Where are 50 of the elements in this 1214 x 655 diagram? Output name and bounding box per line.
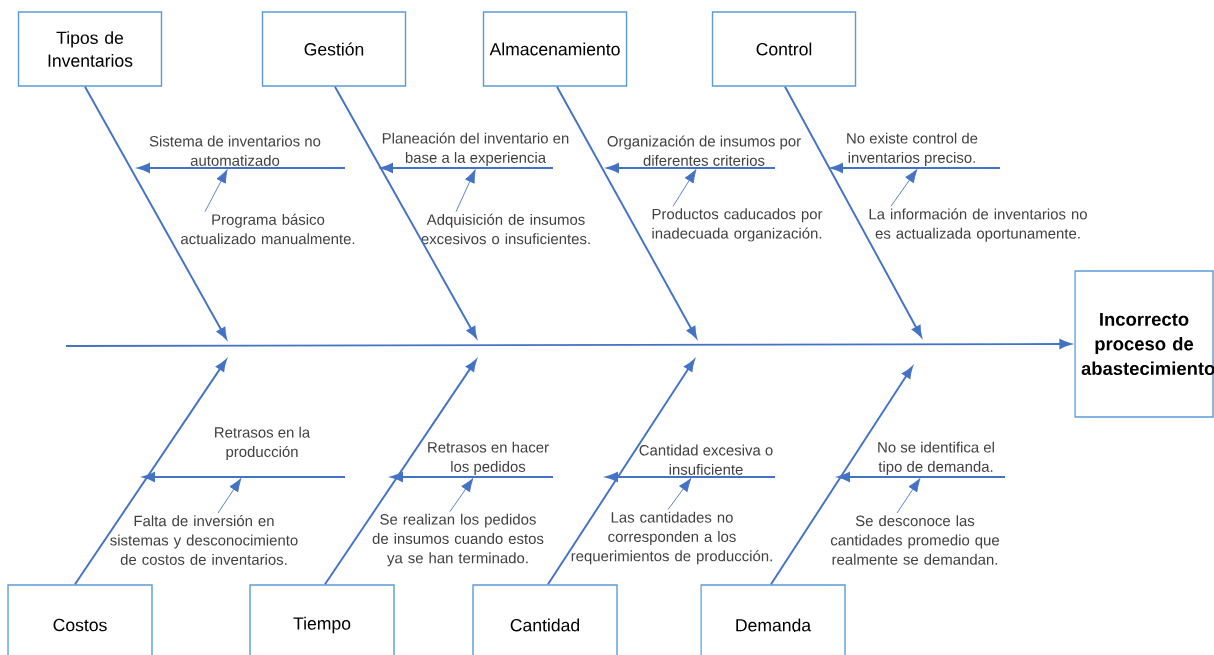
bone-arrow xyxy=(547,359,695,586)
cause-text: Se desconoce las cantidades promedio que realmente se demandan. xyxy=(830,515,999,565)
category-box: Gestión xyxy=(261,11,407,87)
cause-arrow xyxy=(838,472,1006,482)
cause-arrow xyxy=(831,163,1001,173)
leader-arrow xyxy=(449,478,474,513)
cause-arrow xyxy=(606,472,776,482)
cause-arrow xyxy=(381,163,554,173)
cause-text: Falta de inversión en sistemas y desconocimiento de costos de inventarios. xyxy=(110,515,298,565)
leader-arrow xyxy=(896,478,921,514)
cause-text: Productos caducados por inadecuada organización. xyxy=(652,208,823,242)
cause-text: Programa básico actualizado manualmente. xyxy=(181,213,355,245)
cause-text: Se realizan los pedidos de insumos cuando estos ya se han terminado. xyxy=(372,513,544,567)
bone-arrow xyxy=(324,359,477,586)
cause-text: Organización de insumos por diferentes criterios xyxy=(607,135,801,166)
bone-arrow xyxy=(784,85,923,338)
cause-text: Las cantidades no corresponden a los requerimientos de producción. xyxy=(571,511,772,565)
category-box: Tiempo xyxy=(249,584,395,655)
cause-text: No existe control de inventarios preciso. xyxy=(847,132,978,166)
cause-arrow xyxy=(607,163,776,173)
leader-arrow xyxy=(890,169,918,207)
category-box: Demanda xyxy=(700,584,846,655)
cause-text: Planeación del inventario en base a la experiencia xyxy=(382,132,569,166)
bone-arrow xyxy=(84,85,227,340)
bone-arrow xyxy=(334,85,477,339)
cause-text: No se identifica el tipo de demanda. xyxy=(878,441,994,475)
effect-box: Incorrecto proceso de abastecimiento xyxy=(1074,270,1214,418)
leader-arrow xyxy=(672,169,697,207)
cause-text: Sistema de inventarios no automatizado xyxy=(149,135,321,166)
bone-arrow xyxy=(556,85,697,339)
cause-text: Cantidad excesiva o insuficiente xyxy=(639,444,773,475)
cause-arrow xyxy=(143,472,346,482)
spine-arrow xyxy=(65,339,1072,349)
bone-arrow xyxy=(770,366,913,586)
cause-text: Adquisición de insumos excesivos o insuficientes. xyxy=(421,213,590,245)
cause-arrow xyxy=(391,472,554,482)
cause-text: Retrasos en hacer los pedidos xyxy=(428,441,549,475)
category-box: Cantidad xyxy=(472,584,618,655)
bone-arrow xyxy=(74,359,227,586)
category-box: Almacenamiento xyxy=(482,11,628,87)
category-box: Costos xyxy=(7,584,153,655)
category-box: Tipos de Inventarios xyxy=(17,11,163,87)
leader-arrow xyxy=(204,169,228,213)
cause-arrow xyxy=(138,163,346,173)
cause-text: Retrasos en la producción xyxy=(215,426,311,460)
leader-arrow xyxy=(667,478,692,511)
category-box: Control xyxy=(711,11,857,87)
cause-text: La información de inventarios no es actualizada oportunamente. xyxy=(869,208,1087,242)
leader-arrow xyxy=(217,478,242,514)
leader-arrow xyxy=(455,169,476,213)
